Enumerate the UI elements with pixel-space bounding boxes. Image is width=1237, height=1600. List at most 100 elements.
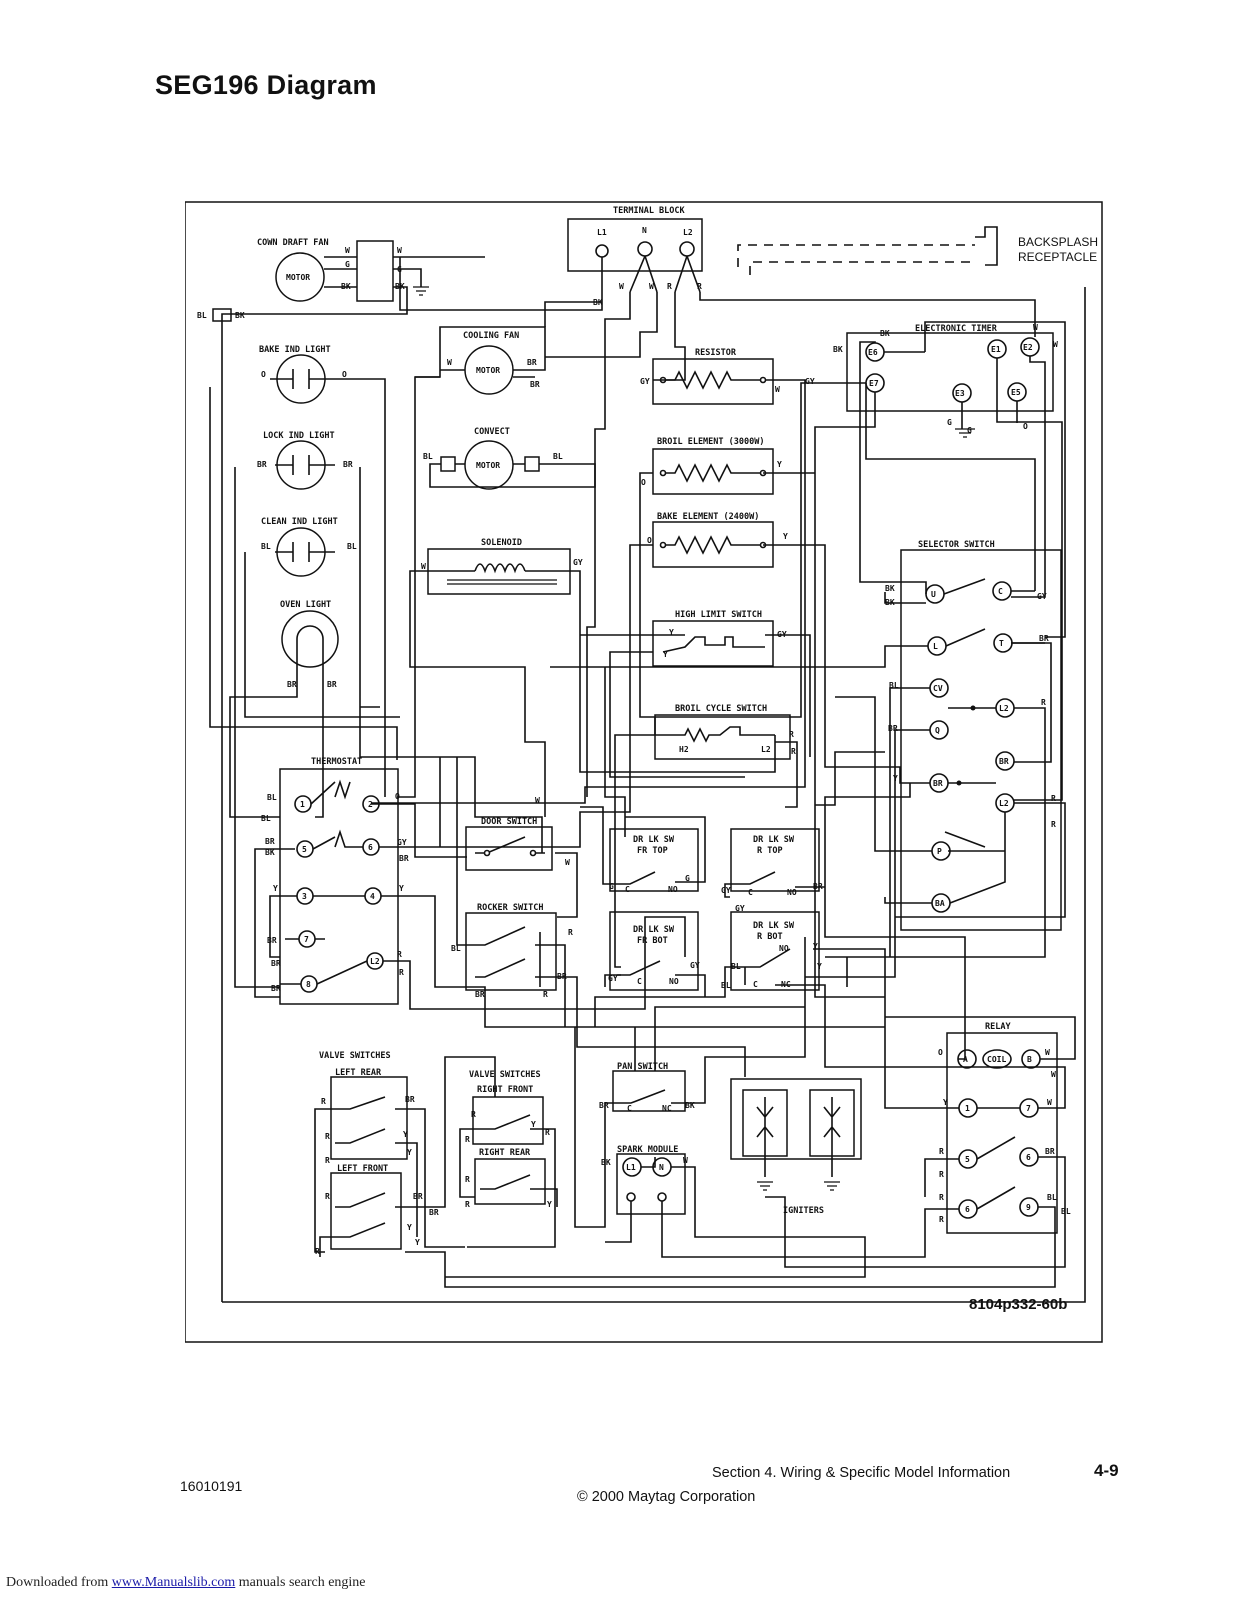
svg-text:L: L [933, 642, 938, 651]
svg-text:W: W [535, 796, 540, 805]
svg-text:BL: BL [1061, 1207, 1071, 1216]
svg-text:NO: NO [787, 888, 797, 897]
backsplash-dash [737, 244, 975, 275]
svg-text:COWN DRAFT FAN: COWN DRAFT FAN [257, 238, 329, 248]
svg-text:G: G [609, 882, 614, 891]
svg-text:Q: Q [935, 726, 940, 735]
svg-text:O: O [1023, 422, 1028, 431]
svg-text:R: R [789, 730, 794, 739]
drawing-number: 8104p332-60b [969, 1296, 1067, 1313]
svg-text:8: 8 [306, 980, 311, 989]
svg-text:FR TOP: FR TOP [637, 846, 668, 856]
svg-text:Y: Y [943, 1098, 948, 1107]
broil-element: BROIL ELEMENT (3000W) OY [641, 437, 782, 495]
svg-text:BR: BR [265, 837, 275, 846]
svg-text:GY: GY [397, 838, 407, 847]
svg-text:R TOP: R TOP [757, 846, 783, 856]
igniters: IGNITERS [730, 1078, 862, 1216]
svg-text:BL: BL [1047, 1193, 1057, 1202]
svg-text:BL: BL [553, 452, 563, 461]
svg-text:C: C [627, 1104, 632, 1113]
svg-text:BL: BL [261, 542, 271, 551]
svg-text:DR LK SW: DR LK SW [753, 921, 795, 931]
svg-text:R: R [667, 282, 672, 291]
svg-text:2: 2 [368, 800, 373, 809]
download-suffix: manuals search engine [235, 1575, 366, 1590]
svg-text:BK: BK [880, 329, 890, 338]
diagram-frame [185, 201, 1103, 1343]
svg-text:7: 7 [1026, 1104, 1031, 1113]
svg-text:BR: BR [267, 936, 277, 945]
svg-text:CONVECT: CONVECT [474, 427, 510, 437]
svg-text:C: C [753, 980, 758, 989]
svg-text:G: G [967, 426, 972, 435]
svg-text:Y: Y [407, 1148, 412, 1157]
svg-text:C: C [625, 885, 630, 894]
svg-text:R: R [939, 1193, 944, 1202]
svg-text:GY: GY [608, 974, 618, 983]
svg-text:R: R [1051, 794, 1056, 803]
svg-text:W: W [775, 385, 780, 394]
svg-text:4: 4 [370, 892, 375, 901]
svg-text:GY: GY [721, 886, 731, 895]
svg-text:O: O [342, 370, 347, 379]
svg-text:BK: BK [601, 1158, 611, 1167]
svg-text:BR: BR [257, 460, 267, 469]
svg-text:Y: Y [817, 962, 822, 971]
svg-text:GY: GY [735, 904, 745, 913]
svg-text:RESISTOR: RESISTOR [695, 348, 737, 358]
svg-text:BR: BR [287, 680, 297, 689]
svg-text:R: R [465, 1175, 470, 1184]
svg-text:R BOT: R BOT [757, 932, 783, 942]
svg-text:BK: BK [833, 345, 843, 354]
svg-text:MOTOR: MOTOR [476, 366, 500, 375]
svg-text:DR LK SW: DR LK SW [633, 835, 675, 845]
svg-text:BR: BR [271, 984, 281, 993]
svg-text:E1: E1 [991, 345, 1001, 354]
svg-text:W: W [447, 358, 452, 367]
resistor: RESISTOR GYW [640, 348, 780, 405]
svg-text:BK: BK [235, 311, 245, 320]
svg-text:O: O [938, 1048, 943, 1057]
svg-text:P: P [937, 847, 942, 856]
svg-text:RELAY: RELAY [985, 1022, 1011, 1032]
svg-text:R: R [321, 1097, 326, 1106]
svg-text:B: B [1027, 1055, 1032, 1064]
svg-text:T: T [999, 639, 1004, 648]
svg-text:VALVE SWITCHES: VALVE SWITCHES [469, 1070, 541, 1080]
svg-text:HIGH LIMIT SWITCH: HIGH LIMIT SWITCH [675, 610, 762, 620]
svg-text:L2: L2 [761, 745, 771, 754]
svg-text:R: R [471, 1110, 476, 1119]
valve-switches-right: VALVE SWITCHES RIGHT FRONT RR YR RIGHT R… [465, 1070, 552, 1209]
svg-text:RIGHT FRONT: RIGHT FRONT [477, 1085, 533, 1095]
svg-text:L2: L2 [999, 704, 1009, 713]
svg-text:NO: NO [779, 944, 789, 953]
svg-text:R: R [568, 928, 573, 937]
svg-text:BK: BK [885, 584, 895, 593]
svg-text:BR: BR [271, 959, 281, 968]
svg-text:MOTOR: MOTOR [286, 273, 310, 282]
svg-text:BAKE IND LIGHT: BAKE IND LIGHT [259, 345, 331, 355]
svg-text:R: R [543, 990, 548, 999]
svg-text:R: R [325, 1132, 330, 1141]
svg-text:G: G [947, 418, 952, 427]
svg-text:BR: BR [399, 854, 409, 863]
svg-text:BR: BR [429, 1208, 439, 1217]
svg-text:W: W [397, 246, 402, 255]
svg-text:COIL: COIL [987, 1055, 1006, 1064]
manualslib-link[interactable]: www.Manualslib.com [111, 1575, 236, 1590]
svg-text:W: W [1051, 1070, 1056, 1079]
svg-text:VALVE SWITCHES: VALVE SWITCHES [319, 1051, 391, 1061]
svg-text:5: 5 [302, 845, 307, 854]
svg-text:IGNITERS: IGNITERS [783, 1206, 824, 1216]
svg-text:W: W [683, 1156, 688, 1165]
svg-text:ROCKER SWITCH: ROCKER SWITCH [477, 903, 544, 913]
svg-text:Y: Y [669, 628, 674, 637]
svg-text:N: N [642, 226, 647, 235]
